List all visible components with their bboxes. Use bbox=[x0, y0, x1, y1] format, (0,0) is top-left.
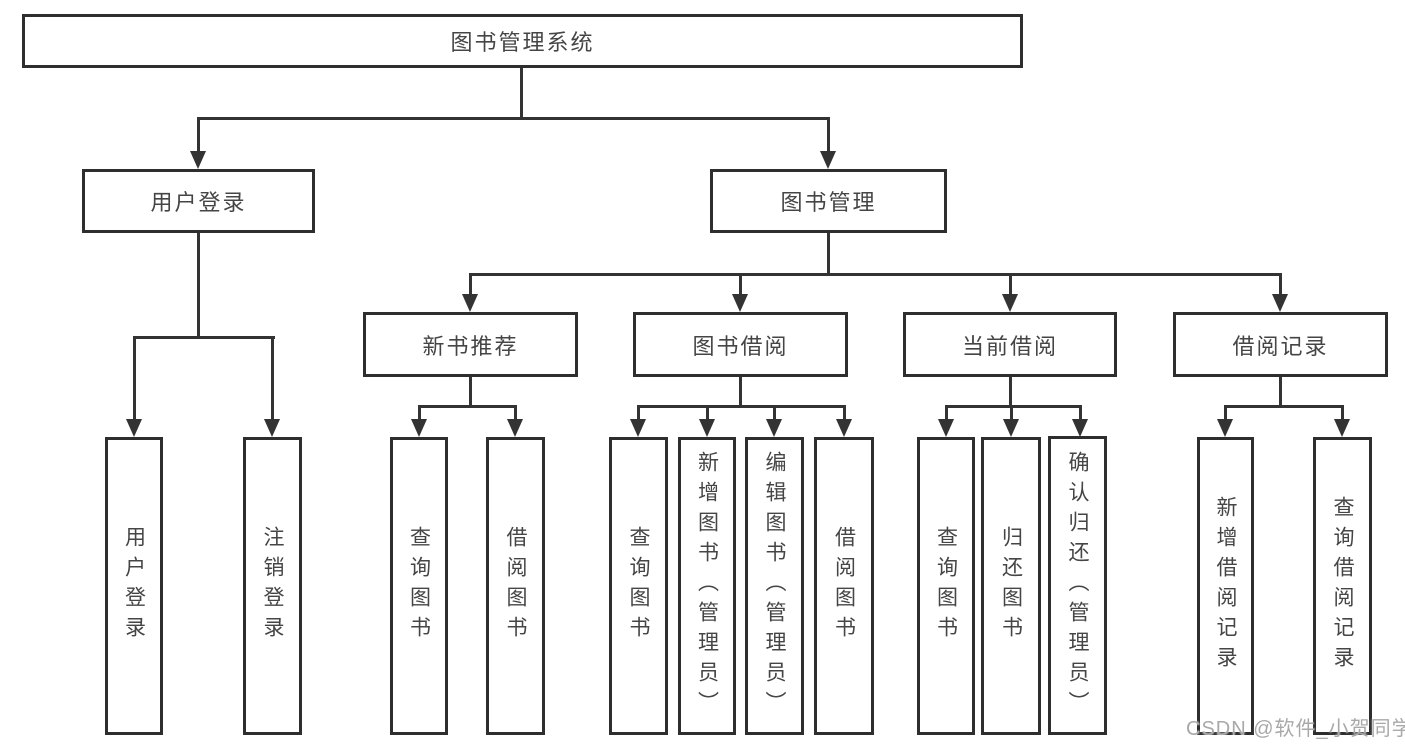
arrow-down-icon bbox=[1272, 294, 1288, 312]
connector-line bbox=[827, 117, 830, 153]
connector-line bbox=[271, 336, 274, 421]
connector-line bbox=[133, 336, 136, 421]
watermark: CSDN @软件_小贺同学 bbox=[1186, 718, 1405, 740]
node-label: 归还图书 bbox=[999, 526, 1023, 646]
node-label: 图书借阅 bbox=[692, 333, 789, 359]
arrow-down-icon bbox=[732, 294, 748, 312]
connector-line bbox=[1224, 405, 1227, 421]
node-book-borrow: 图书借阅 bbox=[633, 312, 848, 377]
node-borrow-records: 借阅记录 bbox=[1173, 312, 1388, 377]
node-book-management: 图书管理 bbox=[710, 169, 947, 233]
node-label: 查询借阅记录 bbox=[1331, 496, 1354, 676]
connector-line bbox=[1009, 377, 1012, 405]
node-label: 注销登录 bbox=[261, 526, 284, 646]
node-label: 查询图书 bbox=[934, 526, 958, 646]
connector-line bbox=[637, 405, 640, 421]
arrow-down-icon bbox=[836, 419, 852, 437]
arrow-down-icon bbox=[1217, 419, 1233, 437]
node-user-login: 用户登录 bbox=[82, 169, 315, 233]
node-label: 新增借阅记录 bbox=[1214, 496, 1237, 676]
node-label: 编辑图书（管理员） bbox=[763, 451, 786, 721]
connector-line bbox=[469, 377, 472, 405]
arrow-down-icon bbox=[699, 419, 715, 437]
arrow-down-icon bbox=[126, 419, 142, 437]
connector-line bbox=[739, 377, 742, 405]
node-label: 查询图书 bbox=[407, 526, 431, 646]
leaf-confirm-return-admin: 确认归还（管理员） bbox=[1048, 436, 1107, 735]
connector-line bbox=[773, 405, 776, 421]
node-label: 图书管理系统 bbox=[450, 30, 595, 55]
arrow-down-icon bbox=[411, 419, 427, 437]
node-label: 借阅图书 bbox=[504, 526, 527, 646]
leaf-query-borrow-record: 查询借阅记录 bbox=[1313, 437, 1372, 735]
connector-line bbox=[520, 68, 523, 117]
node-root: 图书管理系统 bbox=[22, 14, 1023, 68]
leaf-edit-books-admin: 编辑图书（管理员） bbox=[745, 437, 804, 735]
leaf-borrow-books: 借阅图书 bbox=[814, 437, 874, 735]
arrow-down-icon bbox=[630, 419, 646, 437]
arrow-down-icon bbox=[264, 419, 280, 437]
connector-line bbox=[469, 273, 1282, 276]
connector-line bbox=[197, 233, 200, 336]
connector-line bbox=[197, 117, 830, 120]
arrow-down-icon bbox=[190, 151, 206, 169]
connector-line bbox=[514, 405, 517, 421]
leaf-borrow-books: 借阅图书 bbox=[486, 437, 545, 735]
arrow-down-icon bbox=[1002, 294, 1018, 312]
leaf-return-books: 归还图书 bbox=[981, 437, 1041, 735]
node-label: 新增图书（管理员） bbox=[695, 451, 719, 721]
leaf-user-login: 用户登录 bbox=[105, 437, 163, 735]
connector-line bbox=[706, 405, 709, 421]
connector-line bbox=[1010, 405, 1013, 421]
connector-line bbox=[843, 405, 846, 421]
connector-line bbox=[197, 117, 200, 153]
connector-line bbox=[418, 405, 517, 408]
connector-line bbox=[1341, 405, 1344, 421]
connector-line bbox=[945, 405, 948, 421]
node-label: 借阅图书 bbox=[832, 526, 856, 646]
node-label: 借阅记录 bbox=[1232, 333, 1329, 359]
leaf-add-borrow-record: 新增借阅记录 bbox=[1197, 437, 1254, 735]
connector-line bbox=[739, 273, 742, 296]
arrow-down-icon bbox=[507, 419, 523, 437]
connector-line bbox=[1279, 377, 1282, 405]
node-label: 查询图书 bbox=[627, 526, 650, 646]
node-current-borrow: 当前借阅 bbox=[903, 312, 1117, 377]
node-label: 用户登录 bbox=[150, 190, 247, 215]
node-new-book-recommend: 新书推荐 bbox=[363, 312, 578, 377]
node-label: 用户登录 bbox=[122, 526, 146, 646]
node-label: 新书推荐 bbox=[422, 333, 519, 359]
leaf-logout: 注销登录 bbox=[243, 437, 302, 735]
connector-line bbox=[469, 273, 472, 296]
leaf-query-books: 查询图书 bbox=[917, 437, 975, 735]
connector-line bbox=[1279, 273, 1282, 296]
arrow-down-icon bbox=[462, 294, 478, 312]
connector-line bbox=[1009, 273, 1012, 296]
connector-line bbox=[1079, 405, 1082, 421]
arrow-down-icon bbox=[938, 419, 954, 437]
connector-line bbox=[418, 405, 421, 421]
arrow-down-icon bbox=[1334, 419, 1350, 437]
connector-line bbox=[1224, 405, 1344, 408]
connector-line bbox=[637, 405, 846, 408]
node-label: 图书管理 bbox=[780, 190, 877, 215]
connector-line bbox=[827, 233, 830, 273]
arrow-down-icon bbox=[820, 151, 836, 169]
leaf-query-books: 查询图书 bbox=[609, 437, 668, 735]
connector-line bbox=[945, 405, 1082, 408]
node-label: 当前借阅 bbox=[961, 333, 1058, 359]
node-label: 确认归还（管理员） bbox=[1066, 450, 1089, 721]
leaf-add-books-admin: 新增图书（管理员） bbox=[678, 437, 736, 735]
connector-line bbox=[133, 336, 275, 339]
arrow-down-icon bbox=[766, 419, 782, 437]
arrow-down-icon bbox=[1072, 419, 1088, 437]
arrow-down-icon bbox=[1003, 419, 1019, 437]
leaf-query-books: 查询图书 bbox=[390, 437, 448, 735]
